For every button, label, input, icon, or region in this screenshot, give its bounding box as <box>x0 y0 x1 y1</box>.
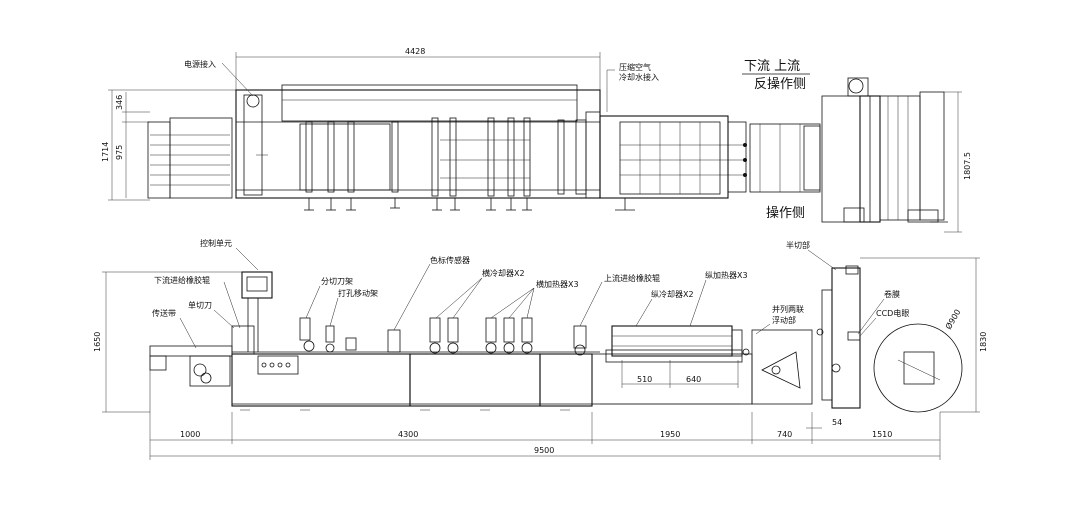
top-downstream-section <box>727 121 821 193</box>
label-transverse-heater: 横加热器X3 <box>536 279 579 289</box>
leader-cutter <box>213 309 235 329</box>
label-dancer-1: 并列两联 <box>772 304 804 314</box>
front-oven <box>605 325 750 363</box>
top-heater-section <box>585 69 747 211</box>
dim-4300: 4300 <box>398 430 418 439</box>
dim-54: 54 <box>832 418 842 427</box>
leader-film-roll <box>857 298 885 335</box>
label-reverse-side: 反操作侧 <box>754 76 806 92</box>
leader-upstream-roller <box>579 281 603 327</box>
dim-front-sub: 510 640 <box>621 360 739 388</box>
film-roll-circle <box>873 323 963 413</box>
label-transverse-cooler: 横冷却器X2 <box>482 268 525 278</box>
top-view: 4428 1714 346 975 <box>101 47 972 233</box>
dim-510: 510 <box>637 375 652 384</box>
label-film-roll: 卷膜 <box>884 289 900 299</box>
leader-long-cooler <box>635 298 653 327</box>
top-main-frame <box>235 84 601 199</box>
front-conveyor <box>149 325 255 412</box>
dim-front-left: 1650 <box>93 271 250 413</box>
top-roll-unit <box>821 77 948 223</box>
leader-heater-b <box>508 287 535 319</box>
dim-top-right: 1807.5 <box>944 91 972 233</box>
front-slitters <box>299 317 401 353</box>
leader-punch <box>329 297 339 327</box>
label-ccd-eye: CCD电眼 <box>876 308 909 318</box>
label-longitudinal-cooler: 纵冷却器X2 <box>651 289 694 299</box>
label-air: 压缩空气 <box>619 62 651 72</box>
dim-h-upper: 346 <box>115 95 124 110</box>
leader-color-sensor <box>393 263 431 331</box>
front-base <box>231 353 753 411</box>
label-color-sensor: 色标传感器 <box>430 255 470 265</box>
label-longitudinal-heater: 纵加热器X3 <box>705 270 748 280</box>
dim-h-right: 1807.5 <box>963 152 972 180</box>
label-water: 冷却水接入 <box>619 72 659 82</box>
leader-slitter <box>305 285 321 319</box>
leader-long-heater <box>689 279 707 327</box>
leader-cooler-b <box>452 277 483 319</box>
label-half-cut: 半切部 <box>786 240 810 250</box>
label-operator-side: 操作侧 <box>766 205 805 221</box>
dim-9500: 9500 <box>534 446 554 455</box>
label-power-in: 电源接入 <box>184 59 216 69</box>
dim-height-left: 1650 <box>93 332 102 352</box>
label-flow-direction: 下流 上流 <box>744 59 800 74</box>
dim-top-length: 4428 <box>235 47 601 112</box>
dim-front-right: 1830 <box>860 257 988 413</box>
leader-half-cut <box>807 249 837 271</box>
label-slitter-frame: 分切刀架 <box>321 277 353 286</box>
dim-1000: 1000 <box>180 430 200 439</box>
leader-control-unit <box>235 247 259 271</box>
leader-downstream-roller <box>223 281 241 329</box>
front-control-unit <box>241 271 299 375</box>
leader-heater-a <box>490 287 535 319</box>
label-control-unit: 控制单元 <box>200 238 232 248</box>
label-roll-dia: Ø900 <box>943 307 962 331</box>
label-upstream-roller: 上流进给橡胶辊 <box>604 273 660 283</box>
dim-640: 640 <box>686 375 701 384</box>
top-rollers <box>305 117 587 197</box>
label-conveyor-belt: 传送带 <box>152 308 176 318</box>
leader-cooler-a <box>435 277 483 319</box>
label-single-cutter: 单切刀 <box>188 300 212 310</box>
label-downstream-roller: 下流进给橡胶辊 <box>154 275 210 285</box>
top-feet <box>304 198 532 211</box>
leader-power <box>221 62 254 97</box>
dim-h-total: 1714 <box>101 142 110 162</box>
label-dancer-2: 浮动部 <box>772 315 796 325</box>
dim-1950: 1950 <box>660 430 680 439</box>
dim-height-right: 1830 <box>979 332 988 352</box>
leader-dancer <box>755 323 771 335</box>
dim-length-label: 4428 <box>405 47 425 56</box>
dim-top-left: 1714 346 975 <box>101 89 236 201</box>
front-dancer <box>751 329 813 405</box>
label-punch-frame: 打孔移动架 <box>338 288 378 298</box>
dim-front-bottom: 1000 4300 1950 740 1510 54 9500 <box>149 412 941 460</box>
dim-740: 740 <box>777 430 792 439</box>
leader-ccd <box>859 317 877 337</box>
dim-h-lower: 975 <box>115 145 124 160</box>
leader-heater-c <box>526 287 535 319</box>
dim-1510: 1510 <box>872 430 892 439</box>
leader-conveyor <box>179 317 197 349</box>
front-cooler-heater-rollers <box>429 317 587 356</box>
top-conveyor <box>147 117 233 199</box>
front-roll-unit <box>816 265 963 413</box>
front-view: 1650 <box>93 238 988 460</box>
